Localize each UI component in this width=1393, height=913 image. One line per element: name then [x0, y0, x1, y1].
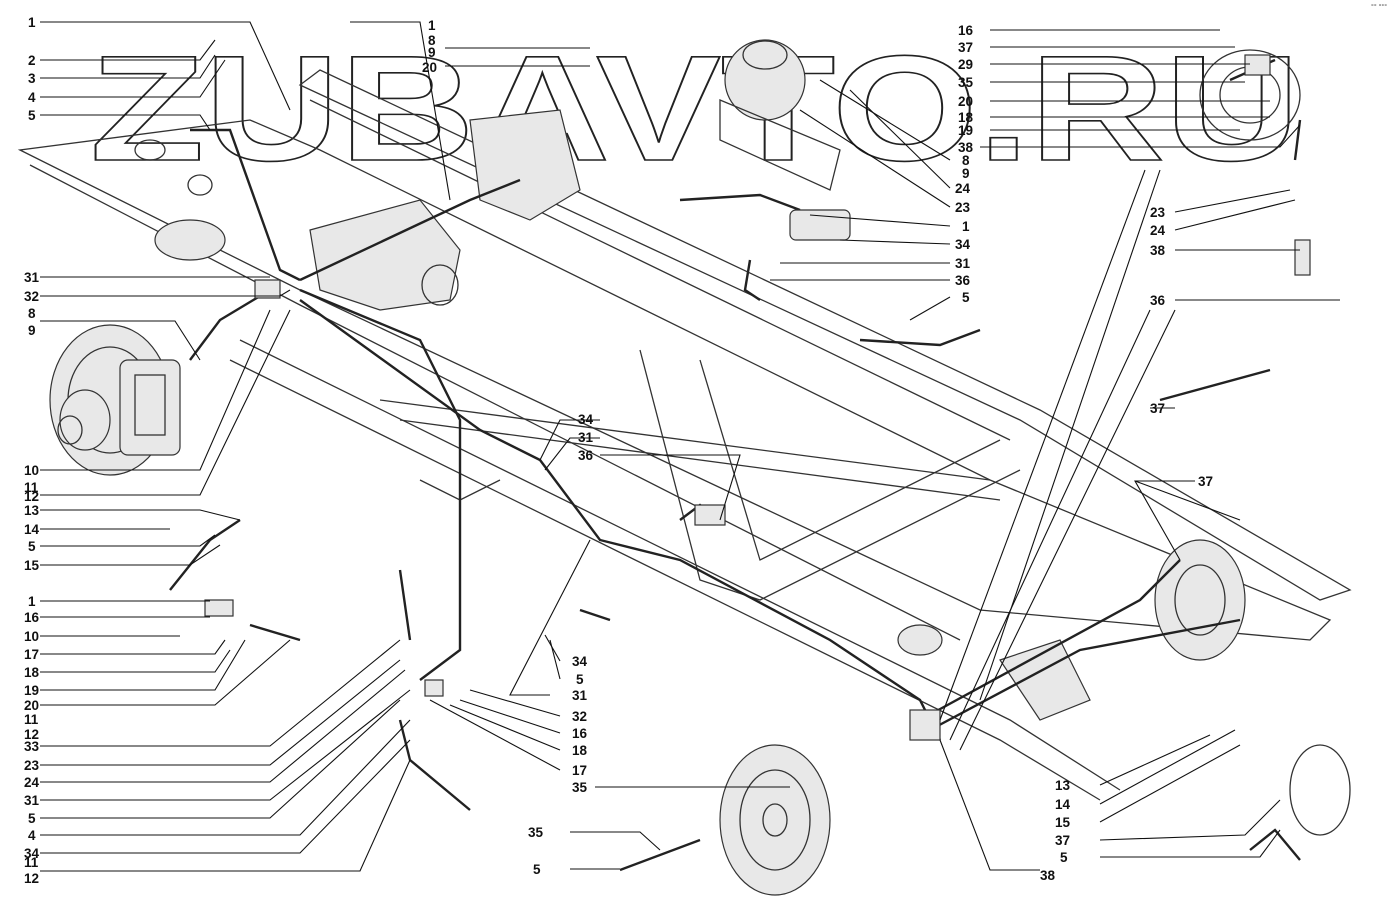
callout: 18 [958, 110, 974, 125]
callout: 8 [28, 306, 36, 321]
callout: 1 [28, 15, 36, 30]
callout: 10 [24, 629, 39, 644]
callout: 18 [572, 743, 588, 758]
callout: 1 [28, 594, 36, 609]
chassis-frame [17, 69, 1352, 801]
brake-lines [169, 58, 1302, 872]
callout: 23 [955, 200, 971, 215]
callout: 31 [24, 270, 40, 285]
callout: 9 [428, 45, 436, 60]
callout: 5 [533, 862, 541, 877]
callout: 5 [28, 108, 36, 123]
callout-numbers: 1 2 3 4 5 31 32 8 9 10 11 12 13 14 5 15 … [24, 15, 1213, 886]
callout: 5 [28, 539, 36, 554]
callout: 31 [24, 793, 40, 808]
front-brake-disc-assembly [49, 324, 181, 476]
callout: 8 [428, 33, 436, 48]
callout: 36 [578, 448, 594, 463]
callout: 9 [962, 166, 970, 181]
callout: 35 [528, 825, 544, 840]
rear-axle-assembly [719, 539, 1351, 896]
callout: 35 [572, 780, 588, 795]
callout: 35 [958, 75, 974, 90]
callout: 14 [24, 522, 40, 537]
callout: 31 [955, 256, 971, 271]
front-differential [134, 109, 581, 311]
callout: 19 [24, 683, 39, 698]
corner-mark: °° °°° [1371, 4, 1387, 11]
callout: 14 [1055, 797, 1071, 812]
callout: 11 [24, 855, 39, 870]
callout: 37 [1198, 474, 1213, 489]
callout: 24 [955, 181, 971, 196]
callout: 34 [578, 412, 594, 427]
callout: 13 [24, 503, 40, 518]
callout: 16 [24, 610, 40, 625]
callout: 17 [572, 763, 587, 778]
callout: 11 [24, 480, 39, 495]
callout: 29 [958, 57, 973, 72]
callout: 37 [1150, 401, 1165, 416]
callout: 12 [24, 727, 39, 742]
callout: 9 [28, 323, 36, 338]
callout: 32 [24, 289, 39, 304]
callout: 8 [962, 153, 970, 168]
callout: 5 [28, 811, 36, 826]
callout: 34 [24, 846, 40, 861]
front-right-brake-assembly [719, 39, 1301, 191]
callout: 38 [958, 140, 974, 155]
callout: 5 [576, 672, 584, 687]
callout: 31 [572, 688, 588, 703]
callout: 38 [1150, 243, 1166, 258]
callout: 16 [572, 726, 588, 741]
callout: 15 [1055, 815, 1071, 830]
callout: 13 [1055, 778, 1071, 793]
callout: 23 [24, 758, 40, 773]
callout: 33 [24, 739, 40, 754]
callout: 1 [428, 18, 436, 33]
callout: 37 [958, 40, 973, 55]
callout: 37 [1055, 833, 1070, 848]
callout: 10 [24, 463, 39, 478]
callout: 4 [28, 828, 36, 843]
callout: 5 [1060, 850, 1068, 865]
callout: 18 [24, 665, 40, 680]
callout: 38 [1040, 868, 1056, 883]
leader-lines [40, 21, 1340, 872]
callout: 20 [422, 60, 437, 75]
callout: 36 [955, 273, 971, 288]
callout: 11 [24, 712, 39, 727]
callout: 36 [1150, 293, 1166, 308]
callout: 23 [1150, 205, 1166, 220]
callout: 31 [578, 430, 594, 445]
callout: 24 [1150, 223, 1166, 238]
callout: 34 [572, 654, 588, 669]
callout: 3 [28, 71, 36, 86]
callout: 2 [28, 53, 36, 68]
callout: 15 [24, 558, 40, 573]
callout: 32 [572, 709, 587, 724]
callout: 17 [24, 647, 39, 662]
callout: 12 [24, 871, 39, 886]
callout: 12 [24, 489, 39, 504]
watermark-text: ZUBAVTO.RU [90, 24, 1300, 192]
callout: 19 [958, 123, 973, 138]
callout: 16 [958, 23, 974, 38]
callout: 34 [955, 237, 971, 252]
callout: 20 [24, 698, 39, 713]
callout: 4 [28, 90, 36, 105]
callout: 1 [962, 219, 970, 234]
callout: 5 [962, 290, 970, 305]
callout: 24 [24, 775, 40, 790]
callout: 20 [958, 94, 973, 109]
